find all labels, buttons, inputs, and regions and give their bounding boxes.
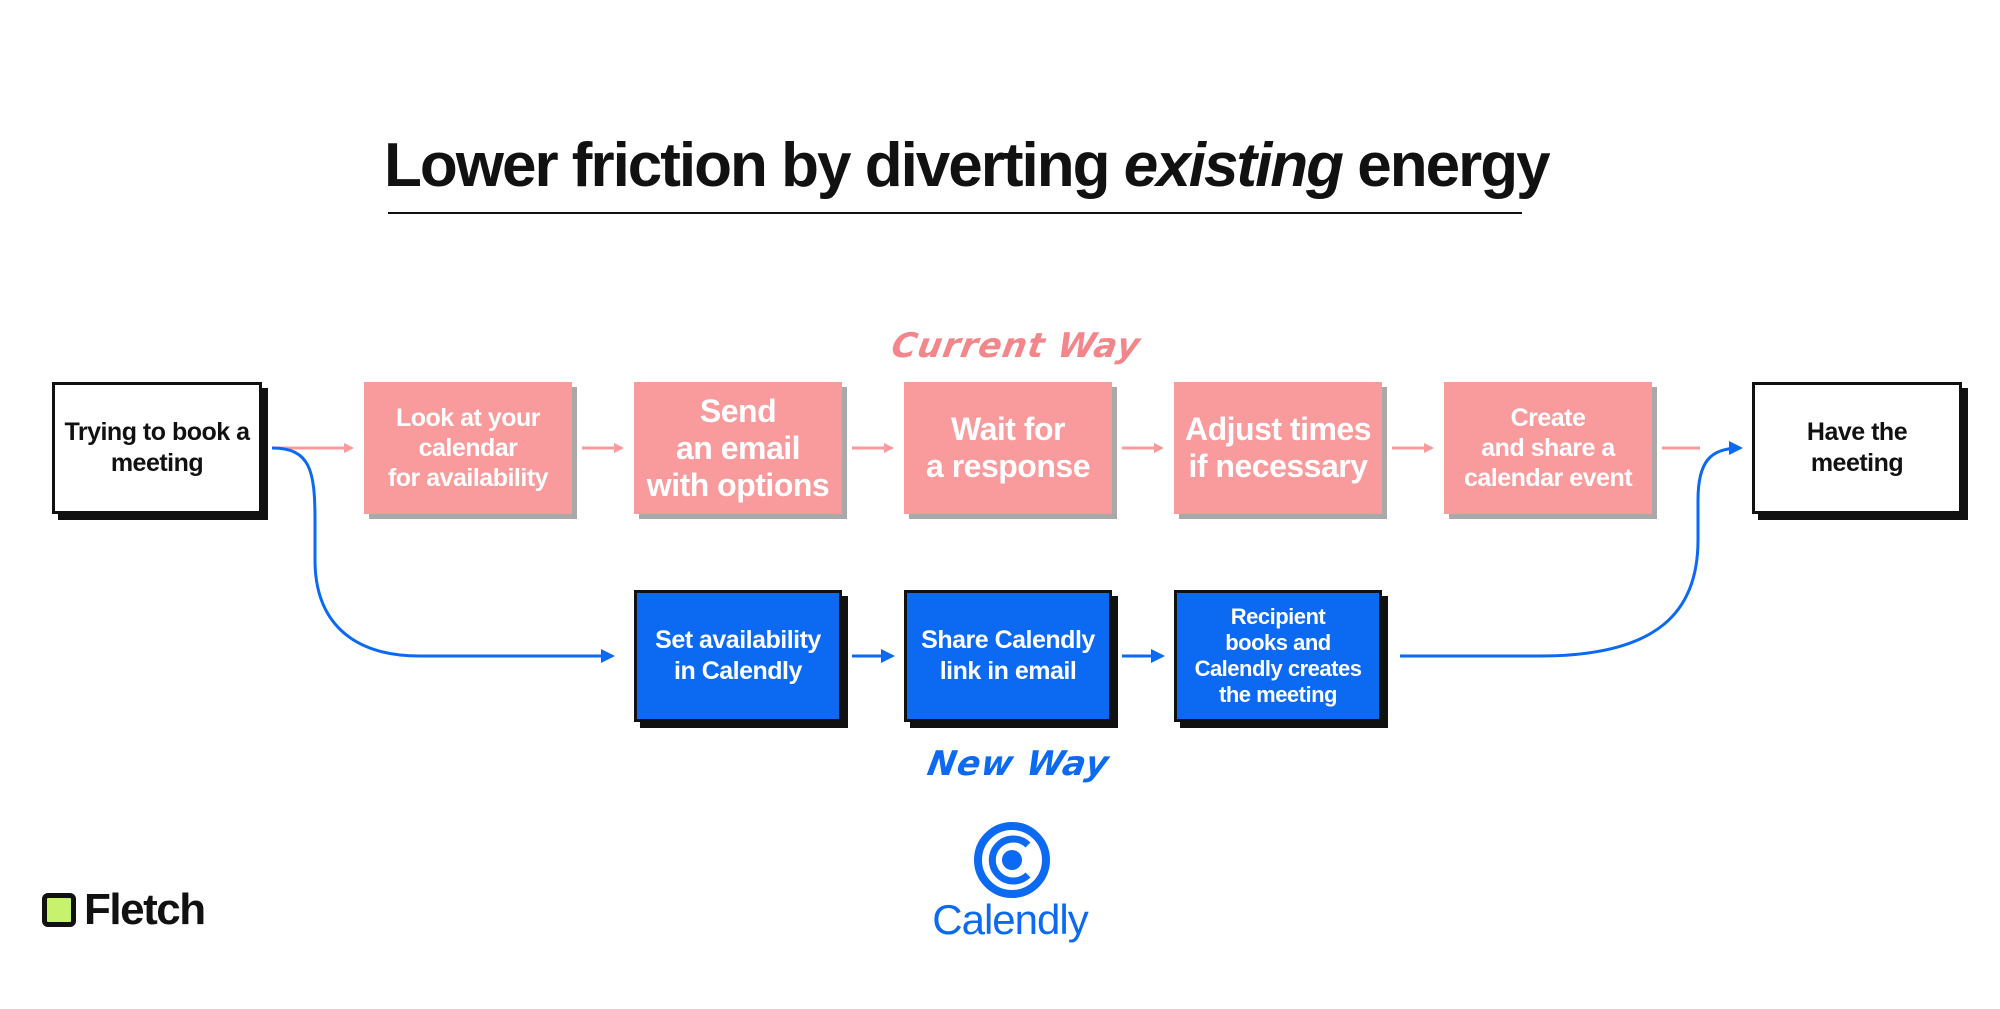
fletch-square-icon [42,893,76,927]
current-step-4-label: Adjust times if necessary [1184,411,1372,484]
current-step-3: Wait for a response [904,382,1112,514]
current-step-3-label: Wait for a response [926,411,1090,484]
current-step-4: Adjust times if necessary [1174,382,1382,514]
calendly-wordmark: Calendly [932,896,1088,943]
current-step-5-label: Create and share a calendar event [1463,404,1633,492]
title-emphasis: existing [1123,131,1344,200]
current-way-label: Current Way [888,326,1144,366]
new-step-2: Share Calendly link in email [904,590,1112,722]
current-step-1: Look at your calendar for availability [364,382,572,514]
end-box-label: Have the meeting [1806,418,1908,477]
start-box-label: Trying to book a meeting [64,418,250,477]
end-box: Have the meeting [1752,382,1962,514]
current-step-2-label: Send an email with options [646,392,830,503]
calendly-logo-icon [974,822,1050,898]
title-end: energy [1342,131,1550,200]
title-main: Lower friction by diverting [384,131,1124,200]
new-step-3: Recipient books and Calendly creates the… [1174,590,1382,722]
current-step-5: Create and share a calendar event [1444,382,1652,514]
title-underline [388,212,1522,214]
new-way-label: New Way [924,744,1113,784]
fletch-logo: Fletch [42,885,206,935]
start-box: Trying to book a meeting [52,382,262,514]
new-way-merge-curve [1400,441,1743,658]
new-step-3-label: Recipient books and Calendly creates the… [1194,604,1362,707]
new-way-branch-curve [271,446,615,663]
fletch-wordmark: Fletch [84,885,206,934]
page-title: Lower friction by diverting existing ene… [384,130,1551,201]
current-step-2: Send an email with options [634,382,842,514]
current-step-1-label: Look at your calendar for availability [387,404,549,492]
new-step-1: Set availability in Calendly [634,590,842,722]
new-step-2-label: Share Calendly link in email [921,626,1095,685]
new-step-1-label: Set availability in Calendly [655,626,821,685]
